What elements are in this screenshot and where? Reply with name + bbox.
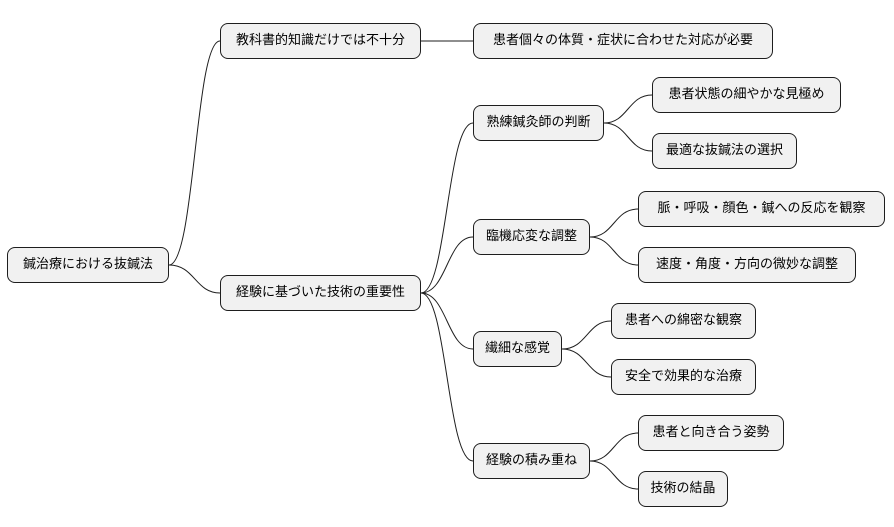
leaf-optimal-method: 最適な抜鍼法の選択 — [652, 133, 797, 169]
edge-delicate-to-careful — [561, 320, 612, 350]
edge-accumulate-to-attitude — [589, 432, 639, 462]
edge-experience-to-delicate — [420, 292, 474, 350]
edge-experience-to-flexible — [420, 236, 474, 294]
leaf-safe-effective-treatment: 安全で効果的な治療 — [611, 359, 756, 395]
edge-skilled-to-observe — [603, 94, 653, 124]
node-accumulated-experience: 経験の積み重ね — [473, 443, 590, 479]
edge-root-to-experience — [168, 264, 221, 294]
edge-flexible-to-pulse — [589, 208, 639, 238]
leaf-individual-response: 患者個々の体質・症状に合わせた対応が必要 — [473, 23, 773, 59]
edge-accumulate-to-crystal — [589, 460, 639, 490]
edge-experience-to-accumulate — [420, 292, 474, 462]
edge-root-to-textbook — [168, 40, 221, 266]
branch-experience-importance: 経験に基づいた技術の重要性 — [220, 275, 421, 311]
edge-skilled-to-select — [603, 122, 653, 152]
branch-textbook-insufficient: 教科書的知識だけでは不十分 — [220, 23, 421, 59]
leaf-careful-observation: 患者への綿密な観察 — [611, 303, 756, 339]
edge-delicate-to-safe — [561, 348, 612, 378]
edge-experience-to-skilled — [420, 122, 474, 294]
leaf-crystallized-skill: 技術の結晶 — [638, 471, 728, 507]
node-skilled-judgment: 熟練鍼灸師の判断 — [473, 105, 604, 141]
node-flexible-adjustment: 臨機応変な調整 — [473, 219, 590, 255]
leaf-patient-observation: 患者状態の細やかな見極め — [652, 77, 841, 113]
edge-flexible-to-speed — [589, 236, 639, 266]
leaf-pulse-breath-observation: 脈・呼吸・顔色・鍼への反応を観察 — [638, 191, 885, 227]
root-node: 鍼治療における抜鍼法 — [7, 247, 169, 283]
node-delicate-sense: 繊細な感覚 — [473, 331, 562, 367]
leaf-speed-angle-adjustment: 速度・角度・方向の微妙な調整 — [638, 247, 856, 283]
leaf-patient-attitude: 患者と向き合う姿勢 — [638, 415, 784, 451]
